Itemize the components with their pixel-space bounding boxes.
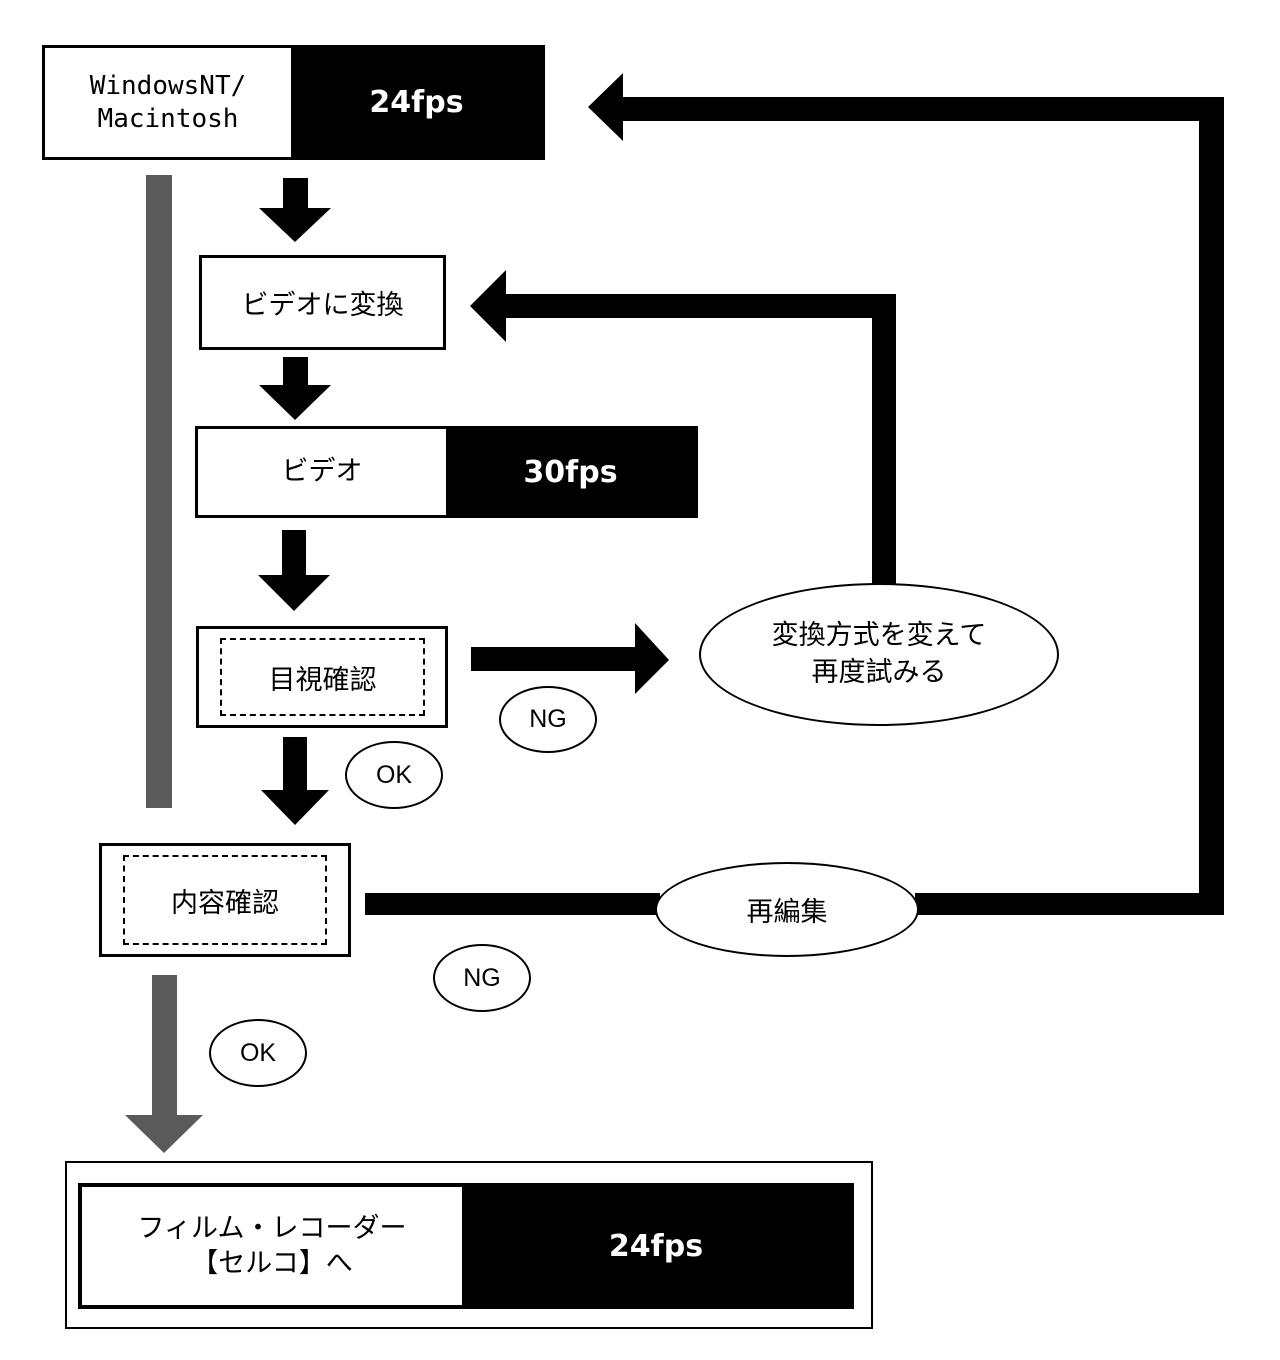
- reedit-line-left: [365, 893, 660, 915]
- reedit-node: 再編集: [655, 862, 919, 957]
- film-recorder-label-line1: フィルム・レコーダー: [137, 1212, 407, 1244]
- source-label-line2: Macintosh: [97, 103, 239, 134]
- source-label: WindowsNT/ Macintosh: [45, 48, 291, 157]
- video-node: ビデオ 30fps: [195, 426, 698, 518]
- film-recorder-label: フィルム・レコーダー 【セルコ】へ: [82, 1187, 462, 1305]
- arrow-check-to-content: [261, 737, 329, 825]
- reedit-loop-horizontal: [622, 97, 1224, 121]
- reedit-loop-arrowhead: [588, 73, 623, 141]
- visual-check-inner: 目視確認: [220, 638, 425, 716]
- content-ng-label: NG: [433, 944, 531, 1012]
- retry-label-line1: 変換方式を変えて: [771, 620, 987, 652]
- film-recorder-label-line2: 【セルコ】へ: [191, 1248, 353, 1279]
- retry-label-line2: 再度試みる: [811, 656, 947, 688]
- retry-node: 変換方式を変えて 再度試みる: [699, 583, 1059, 726]
- source-node: WindowsNT/ Macintosh 24fps: [42, 45, 545, 160]
- content-check-node: 内容確認: [99, 843, 351, 957]
- arrow-source-to-convert: [259, 178, 331, 242]
- video-fps: 30fps: [446, 429, 695, 515]
- reedit-loop-vertical: [1199, 97, 1224, 915]
- visual-ok-label: OK: [345, 741, 443, 809]
- visual-check-label: 目視確認: [268, 664, 377, 696]
- arrow-convert-to-video: [259, 357, 331, 420]
- film-recorder-node: フィルム・レコーダー 【セルコ】へ 24fps: [78, 1183, 854, 1309]
- content-check-inner: 内容確認: [123, 855, 327, 945]
- retry-loop-vertical: [872, 294, 896, 584]
- convert-label: ビデオに変換: [241, 290, 404, 321]
- arrow-video-to-check: [258, 530, 330, 611]
- visual-check-node: 目視確認: [196, 626, 448, 728]
- reedit-label: 再編集: [746, 897, 828, 928]
- arrow-content-ok: [125, 975, 203, 1153]
- retry-loop-horizontal: [505, 294, 896, 318]
- source-label-line1: WindowsNT/: [89, 71, 247, 101]
- film-recorder-outer: フィルム・レコーダー 【セルコ】へ 24fps: [65, 1161, 873, 1329]
- arrow-visual-ng: [471, 623, 669, 694]
- visual-ng-label: NG: [499, 686, 597, 753]
- retry-loop-arrowhead: [470, 270, 506, 342]
- content-ok-label: OK: [209, 1019, 307, 1087]
- source-fps: 24fps: [291, 48, 542, 157]
- reedit-line-right: [915, 893, 1224, 915]
- video-label: ビデオ: [198, 429, 446, 515]
- content-check-label: 内容確認: [171, 887, 279, 919]
- convert-node: ビデオに変換: [199, 255, 446, 350]
- film-recorder-fps: 24fps: [462, 1187, 850, 1305]
- bypass-bar: [146, 175, 172, 808]
